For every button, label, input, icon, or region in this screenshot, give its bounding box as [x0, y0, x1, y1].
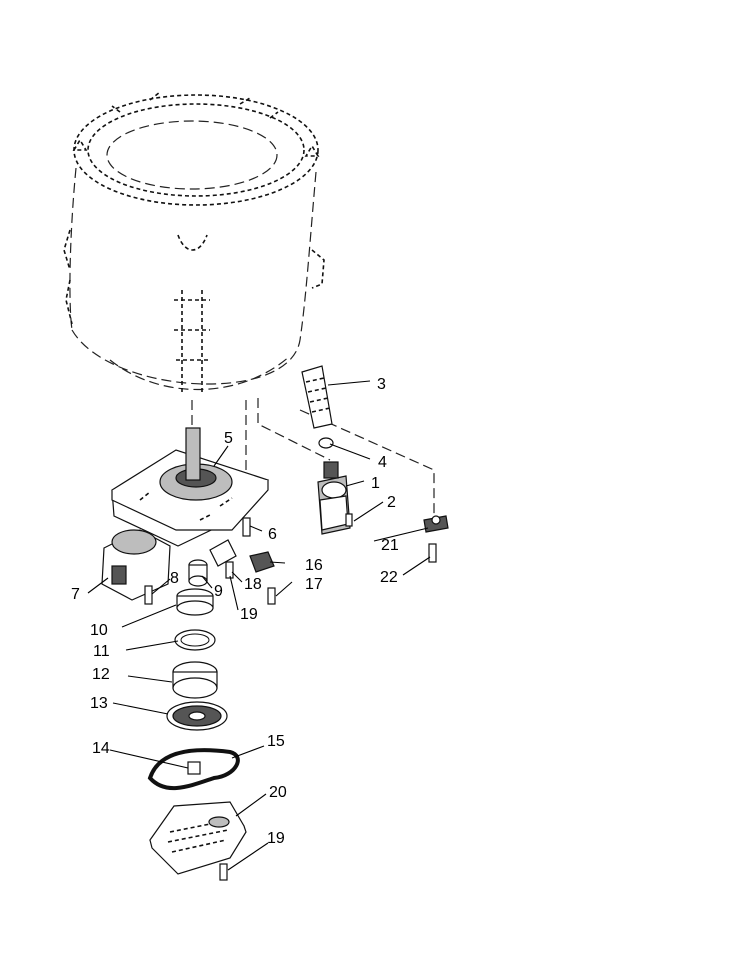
callout-16: 16 — [305, 557, 323, 574]
callout-7: 7 — [71, 586, 80, 603]
callout-19-upper: 19 — [240, 606, 258, 623]
callout-12: 12 — [92, 666, 110, 683]
callout-21: 21 — [381, 537, 399, 554]
retaining-clip — [174, 629, 216, 651]
callout-19-lower: 19 — [267, 830, 285, 847]
drive-pulley-hub — [172, 661, 218, 699]
callout-4: 4 — [378, 454, 387, 471]
motor — [101, 529, 171, 601]
callout-10: 10 — [90, 622, 108, 639]
callout-20: 20 — [269, 784, 287, 801]
gearcase-assembly — [111, 427, 270, 547]
drive-pulley — [166, 701, 228, 731]
pulley-nut — [187, 761, 201, 775]
switch-screw — [267, 587, 276, 605]
callout-11: 11 — [93, 643, 110, 660]
motor-screw — [144, 585, 153, 605]
drive-belt — [147, 748, 240, 791]
switch-bracket — [249, 551, 275, 573]
callout-6: 6 — [268, 526, 277, 543]
callout-8: 8 — [170, 570, 179, 587]
pump-screw — [345, 513, 353, 527]
leader-lines — [87, 380, 431, 871]
hose-clamp — [318, 437, 334, 449]
bearing-ring — [176, 588, 214, 616]
callout-9: 9 — [214, 583, 223, 600]
tub-outline — [63, 91, 435, 514]
pump-bracket — [423, 515, 449, 533]
gearcase-screw — [242, 517, 251, 537]
base-cover — [149, 801, 247, 875]
base-screw — [219, 863, 228, 881]
callout-13: 13 — [90, 695, 108, 712]
callout-14: 14 — [92, 740, 110, 757]
callout-labels: 1 2 3 4 5 6 7 8 9 10 11 12 13 14 15 16 1… — [71, 376, 399, 847]
bracket-screw — [428, 543, 437, 563]
drain-hose — [301, 365, 333, 429]
capacitor — [209, 539, 237, 567]
coupling — [188, 559, 208, 587]
callout-22: 22 — [380, 569, 398, 586]
callout-3: 3 — [377, 376, 386, 393]
callout-2: 2 — [387, 494, 396, 511]
callout-15: 15 — [267, 733, 285, 750]
capacitor-screw — [225, 561, 234, 579]
drain-pump — [317, 461, 351, 535]
callout-1: 1 — [371, 475, 380, 492]
callout-17: 17 — [305, 576, 323, 593]
callout-5: 5 — [224, 430, 233, 447]
callout-18: 18 — [244, 576, 262, 593]
